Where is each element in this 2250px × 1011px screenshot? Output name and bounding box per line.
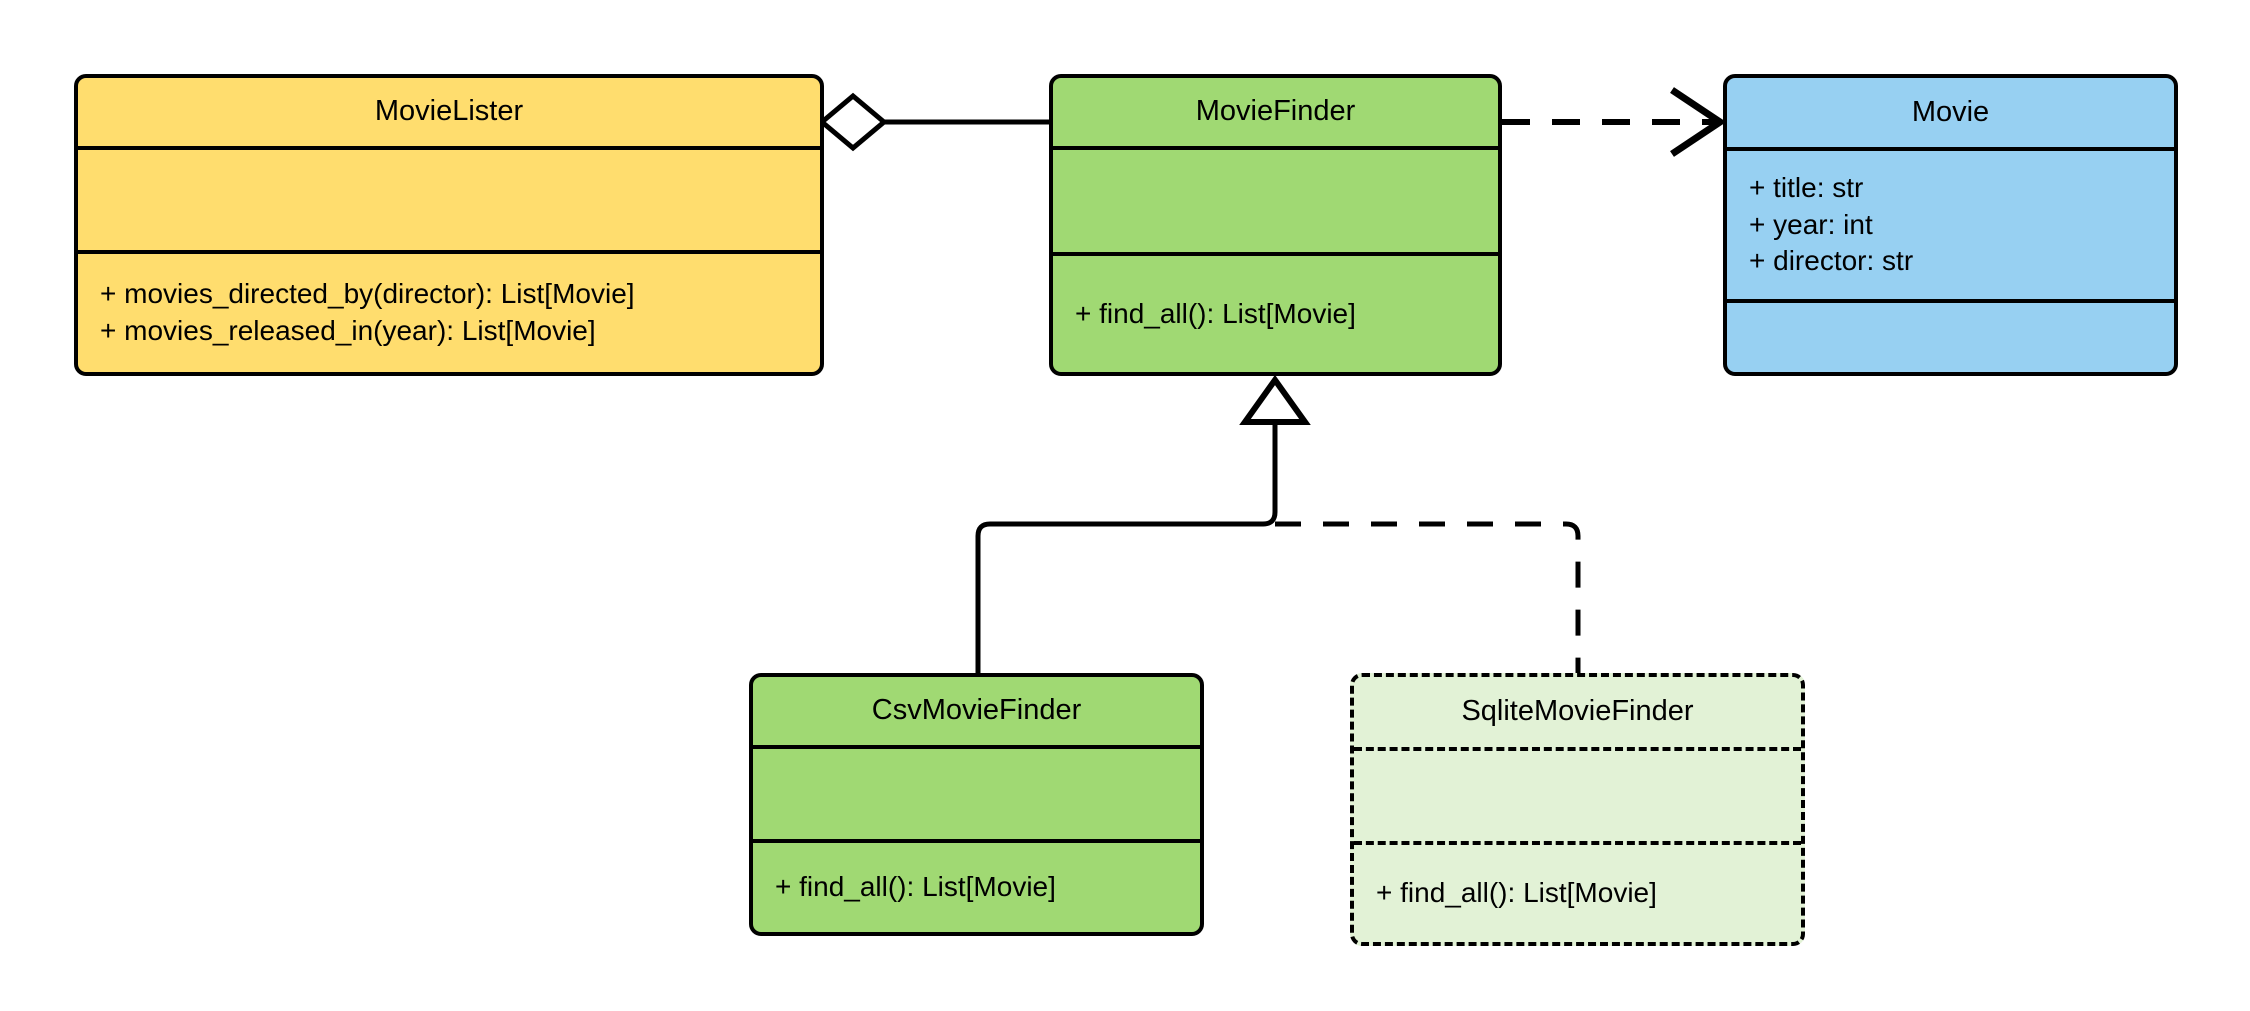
- attribute-item: + year: int: [1749, 208, 1873, 240]
- open-arrow-icon: [1670, 87, 1727, 157]
- method-item: + find_all(): List[Movie]: [1376, 877, 1657, 909]
- method-item: + find_all(): List[Movie]: [1075, 297, 1356, 329]
- class-attributes-compartment: [753, 745, 1200, 839]
- class-name-compartment: Movie: [1727, 78, 2174, 147]
- method-item: + find_all(): List[Movie]: [775, 871, 1056, 903]
- class-title: Movie: [1911, 95, 1990, 128]
- class-attributes-compartment: + title: str + year: int + director: str: [1727, 147, 2174, 299]
- class-methods-compartment: + find_all(): List[Movie]: [1053, 252, 1498, 372]
- hollow-triangle-icon: [1239, 374, 1311, 425]
- class-methods-compartment: [1727, 299, 2174, 372]
- class-attributes-compartment: [1354, 747, 1801, 841]
- class-attributes-compartment: [1053, 146, 1498, 252]
- uml-class-movie[interactable]: Movie + title: str + year: int + directo…: [1723, 74, 2178, 376]
- class-name-compartment: SqliteMovieFinder: [1354, 677, 1801, 747]
- uml-class-csv-movie-finder[interactable]: CsvMovieFinder + find_all(): List[Movie]: [749, 673, 1204, 936]
- edge-generalization-sqlite[interactable]: [1275, 521, 1581, 673]
- class-methods-compartment: + find_all(): List[Movie]: [1354, 841, 1801, 942]
- edge-generalization-csv[interactable]: [975, 511, 1278, 673]
- class-title: SqliteMovieFinder: [1461, 695, 1694, 728]
- class-title: MovieFinder: [1195, 95, 1356, 128]
- class-title: MovieLister: [374, 95, 524, 128]
- attribute-item: + title: str: [1749, 171, 1864, 203]
- hollow-diamond-icon: [818, 92, 888, 152]
- class-name-compartment: CsvMovieFinder: [753, 677, 1200, 745]
- class-attributes-compartment: [78, 146, 820, 250]
- edge-dependency-finder-movie[interactable]: [1502, 87, 1727, 157]
- class-name-compartment: MovieFinder: [1053, 78, 1498, 146]
- class-methods-compartment: + movies_directed_by(director): List[Mov…: [78, 250, 820, 372]
- uml-class-movie-finder[interactable]: MovieFinder + find_all(): List[Movie]: [1049, 74, 1502, 376]
- method-item: + movies_released_in(year): List[Movie]: [100, 315, 596, 346]
- attribute-item: + director: str: [1749, 245, 1914, 277]
- csv-generalization-line: [975, 511, 1278, 673]
- uml-class-movie-lister[interactable]: MovieLister + movies_directed_by(directo…: [74, 74, 824, 376]
- sqlite-generalization-line: [1275, 521, 1581, 673]
- class-name-compartment: MovieLister: [78, 78, 820, 146]
- edge-aggregation-lister-finder[interactable]: [818, 92, 1049, 152]
- edge-generalization-trunk[interactable]: [1239, 374, 1311, 512]
- class-methods-compartment: + find_all(): List[Movie]: [753, 839, 1200, 932]
- uml-class-sqlite-movie-finder[interactable]: SqliteMovieFinder + find_all(): List[Mov…: [1350, 673, 1805, 946]
- method-item: + movies_directed_by(director): List[Mov…: [100, 278, 635, 310]
- class-title: CsvMovieFinder: [871, 694, 1082, 727]
